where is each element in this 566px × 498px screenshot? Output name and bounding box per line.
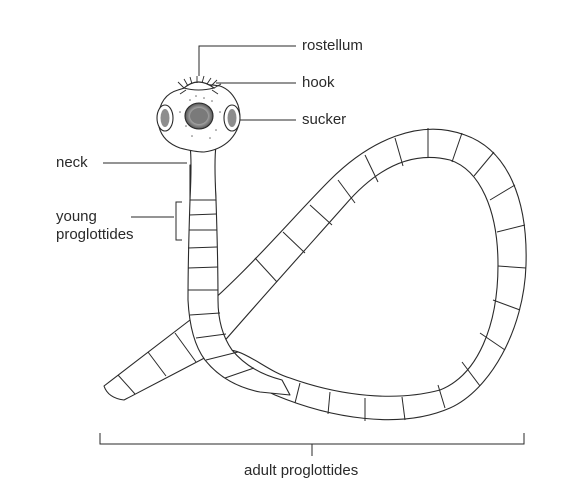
label-hook: hook	[302, 74, 335, 91]
scolex	[156, 75, 241, 201]
label-neck: neck	[56, 154, 88, 171]
label-sucker: sucker	[302, 111, 347, 128]
loop-section	[189, 128, 527, 421]
label-young-line1: young	[56, 208, 97, 225]
label-adult-proglottides: adult proglottides	[244, 462, 359, 479]
leader-lines	[99, 45, 525, 456]
label-young-proglottides: young proglottides	[56, 208, 134, 244]
label-young-line2: proglottides	[56, 226, 134, 243]
tapeworm-body	[103, 128, 527, 421]
tail-section	[103, 319, 215, 401]
neck-shape	[189, 145, 217, 201]
segment-lines	[117, 128, 527, 421]
rostellum-shape	[182, 81, 216, 91]
young-chain	[187, 164, 291, 396]
label-rostellum: rostellum	[302, 37, 363, 54]
hooks	[177, 75, 222, 95]
